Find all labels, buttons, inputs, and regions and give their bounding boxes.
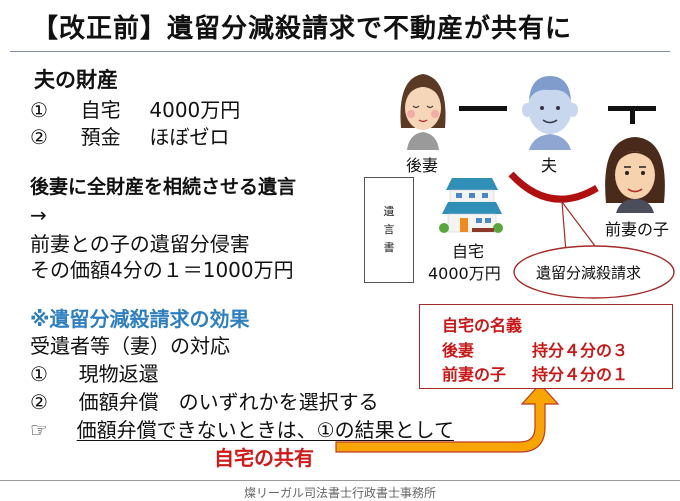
footer-office-name: 燦リーガル司法書士行政書士事務所 xyxy=(243,486,436,500)
house-value: 4000万円 xyxy=(428,264,501,283)
effect-note: ☞ 価額弁償できないときは、①の結果として xyxy=(30,414,454,443)
footer-divider xyxy=(0,480,680,481)
asset-name: 自宅 xyxy=(80,98,121,122)
house-label: 自宅 xyxy=(452,242,485,261)
asset-num: ① xyxy=(30,98,48,122)
will-heading: 後妻に全財産を相続させる遺言 xyxy=(30,176,297,198)
former-wife-child-avatar-icon xyxy=(605,137,665,213)
pointing-hand-icon: ☞ xyxy=(30,418,48,442)
husband-avatar-icon xyxy=(522,76,578,150)
asset-item-2: ② 預金 ほぼゼロ xyxy=(30,121,229,150)
speech-bubble-icon xyxy=(513,200,675,299)
second-wife-avatar-icon xyxy=(400,74,446,150)
owner-name: 前妻の子 xyxy=(442,365,507,384)
owner-name: 後妻 xyxy=(442,341,475,360)
owner-share: 持分４分の３ xyxy=(532,341,629,360)
ownership-box: 自宅の名義 後妻 持分４分の３ 前妻の子 持分４分の１ xyxy=(419,304,673,389)
effect-option-2: ② 価額弁償 のいずれかを選択する xyxy=(30,386,379,415)
option-text: 現物返還 xyxy=(78,362,159,386)
asset-num: ② xyxy=(30,125,48,149)
asset-name: 預金 xyxy=(80,125,121,149)
effect-heading: ※遺留分減殺請求の効果 xyxy=(30,307,250,331)
asset-value: 4000万円 xyxy=(149,98,241,122)
owner-share: 持分４分の１ xyxy=(532,365,629,384)
will-char: 書 xyxy=(383,241,395,254)
child-line xyxy=(630,106,635,124)
house-icon xyxy=(439,178,503,233)
option-num: ① xyxy=(30,362,48,386)
will-char: 遺 xyxy=(383,205,395,218)
title-divider xyxy=(10,51,670,52)
will-document: 遺 言 書 xyxy=(364,177,414,283)
will-line-2: その価額4分の１＝1000万円 xyxy=(30,258,294,282)
will-line-1: 前妻との子の遺留分侵害 xyxy=(30,232,250,256)
arrow-text: → xyxy=(30,203,47,227)
ownership-title: 自宅の名義 xyxy=(442,316,523,335)
husband-label: 夫 xyxy=(541,156,558,175)
asset-item-1: ① 自宅 4000万円 xyxy=(30,94,240,123)
page-title: 【改正前】遺留分減殺請求で不動産が共有に xyxy=(32,14,573,44)
note-text: 価額弁償できないときは、①の結果として xyxy=(76,418,454,442)
speech-bubble-text: 遺留分減殺請求 xyxy=(536,264,642,282)
child-label: 前妻の子 xyxy=(605,220,670,239)
effect-option-1: ① 現物返還 xyxy=(30,358,159,387)
effect-subheading: 受遺者等（妻）の対応 xyxy=(30,334,230,358)
will-char: 言 xyxy=(383,223,395,236)
co-ownership-result: 自宅の共有 xyxy=(214,446,314,470)
asset-value: ほぼゼロ xyxy=(149,125,230,149)
result-arrow-icon xyxy=(335,383,560,453)
second-wife-label: 後妻 xyxy=(406,156,439,175)
option-num: ② xyxy=(30,390,48,414)
assets-heading: 夫の財産 xyxy=(34,68,118,92)
option-text: 価額弁償 のいずれかを選択する xyxy=(78,390,379,414)
marriage-line xyxy=(459,106,507,111)
claim-arc-icon xyxy=(508,171,599,203)
